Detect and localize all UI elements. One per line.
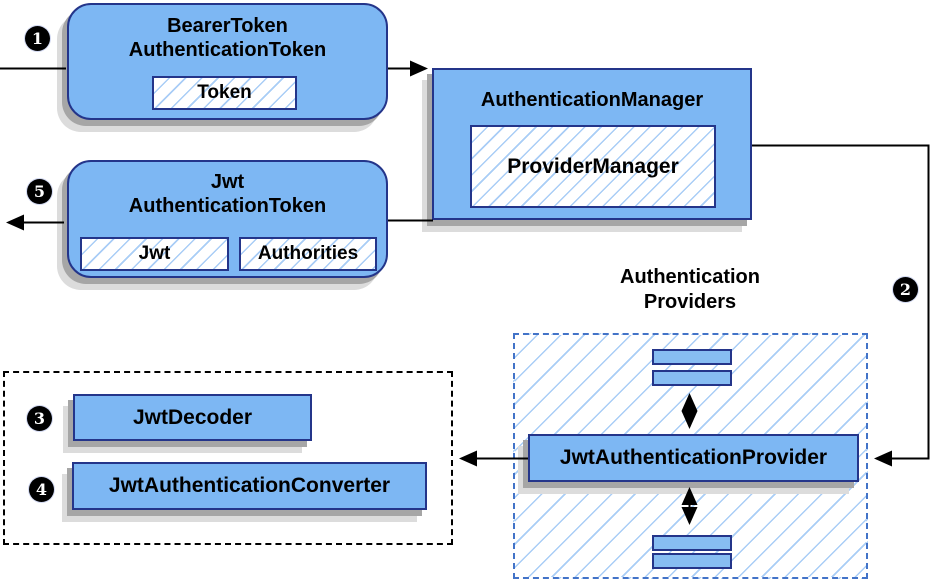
bearer-title-line1: BearerToken bbox=[167, 15, 288, 37]
step-1-badge: 1 bbox=[25, 26, 50, 51]
token-field-label: Token bbox=[197, 82, 252, 103]
step-2-number: 2 bbox=[899, 280, 912, 299]
provider-placeholder-bar bbox=[652, 535, 732, 551]
bearer-title-line2: AuthenticationToken bbox=[128, 39, 327, 61]
authorities-field-label: Authorities bbox=[257, 243, 359, 264]
provider-placeholder-bar bbox=[652, 349, 732, 365]
step-3-badge: 3 bbox=[27, 406, 52, 431]
step-3-number: 3 bbox=[33, 409, 46, 428]
bearer-token-authentication-token-node: BearerToken AuthenticationToken Token bbox=[67, 3, 388, 120]
jwt-decoder-label: JwtDecoder bbox=[132, 405, 253, 429]
providers-label-line2: Providers bbox=[643, 291, 737, 313]
step-2-badge: 2 bbox=[893, 277, 918, 302]
authorities-field: Authorities bbox=[239, 237, 377, 271]
step-5-badge: 5 bbox=[27, 179, 52, 204]
step-4-badge: 4 bbox=[29, 477, 54, 502]
jwt-authentication-token-node: Jwt AuthenticationToken Jwt Authorities bbox=[67, 160, 388, 278]
providers-label-line1: Authentication bbox=[620, 266, 760, 288]
jwt-authentication-converter-label: JwtAuthenticationConverter bbox=[108, 474, 391, 497]
jwt-field: Jwt bbox=[80, 237, 229, 271]
token-field: Token bbox=[152, 76, 297, 110]
step-5-number: 5 bbox=[33, 182, 46, 201]
jwt-authentication-provider-node: JwtAuthenticationProvider bbox=[528, 434, 859, 482]
authentication-providers-label: Authentication Providers bbox=[590, 265, 790, 315]
provider-placeholder-bar bbox=[652, 370, 732, 386]
authentication-manager-node: AuthenticationManager ProviderManager bbox=[432, 68, 752, 220]
provider-placeholder-bar bbox=[652, 553, 732, 569]
jwt-decoder-node: JwtDecoder bbox=[73, 394, 312, 441]
step-4-number: 4 bbox=[35, 480, 48, 499]
step-1-number: 1 bbox=[31, 29, 44, 48]
jwt-field-label: Jwt bbox=[138, 243, 171, 264]
jwt-authentication-converter-node: JwtAuthenticationConverter bbox=[72, 462, 427, 510]
jwt-authentication-provider-label: JwtAuthenticationProvider bbox=[559, 446, 828, 469]
jwt-title-line1: Jwt bbox=[210, 171, 245, 193]
jwt-title-line2: AuthenticationToken bbox=[128, 195, 327, 217]
jwt-resolver-group bbox=[3, 371, 453, 545]
authentication-manager-title: AuthenticationManager bbox=[480, 89, 704, 111]
provider-manager-box: ProviderManager bbox=[470, 125, 716, 208]
provider-manager-label: ProviderManager bbox=[507, 154, 679, 178]
